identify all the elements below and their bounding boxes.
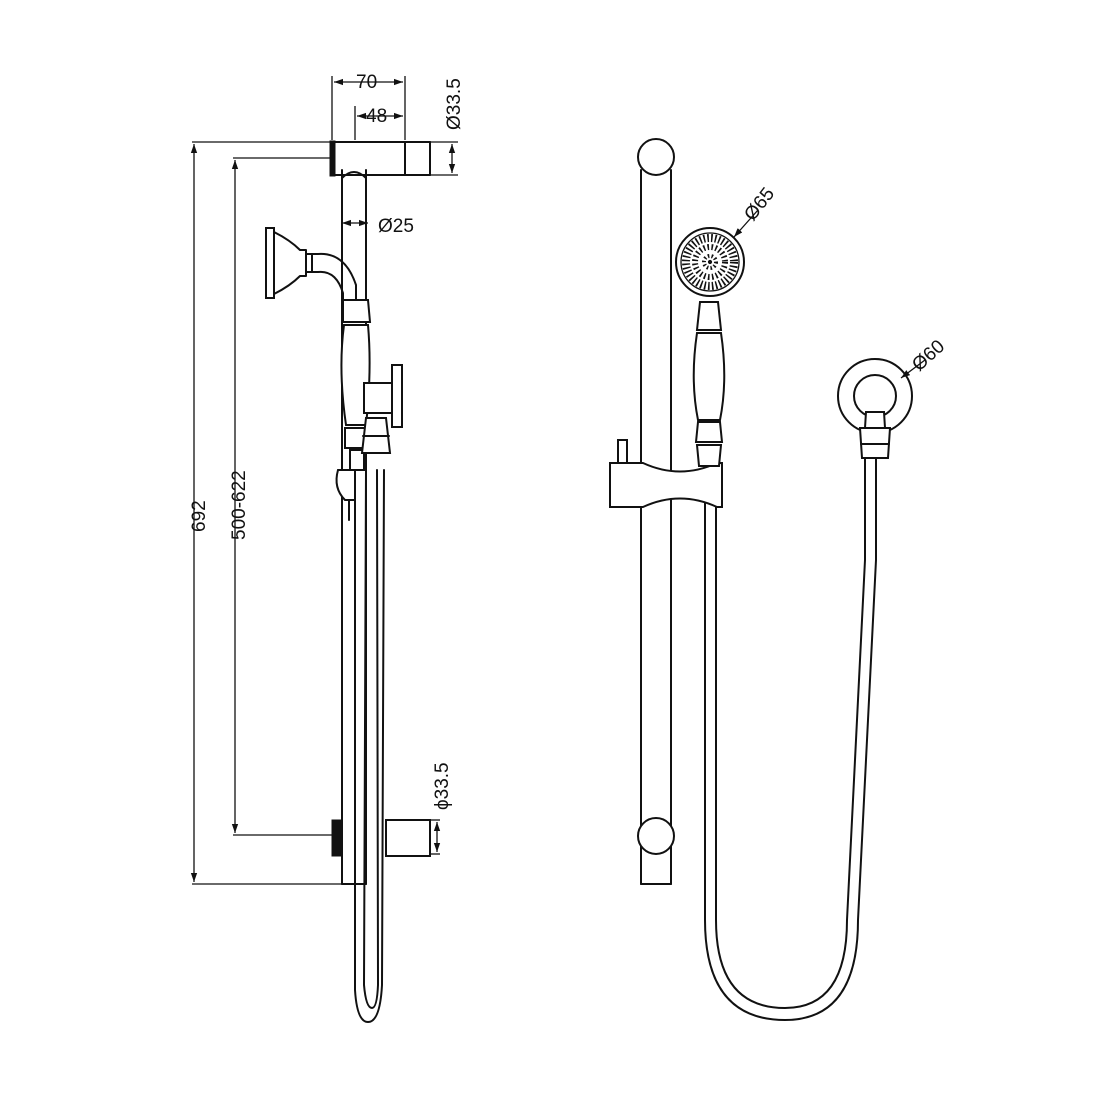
side-view: 70 48 Ø33.5 Ø25 692 500-622 ϕ33.5 (189, 72, 465, 1023)
dim-head-diameter: Ø65 (740, 184, 779, 225)
side-view-dimension-lines (190, 76, 458, 885)
front-slider (609, 439, 723, 508)
dim-bottom-bracket-diameter: ϕ33.5 (432, 762, 453, 810)
front-handle (692, 301, 726, 467)
front-dimension-leaders (733, 209, 926, 379)
front-hose (704, 454, 877, 1021)
side-bottom-bracket (331, 819, 431, 885)
dim-width-48: 48 (366, 106, 387, 127)
side-hose-inner (363, 469, 379, 1009)
front-wall-outlet (837, 358, 913, 459)
dim-outlet-diameter: Ø60 (908, 336, 949, 376)
front-view: Ø65 Ø60 (609, 138, 949, 1021)
dim-overall-height: 692 (189, 500, 210, 532)
dim-top-bracket-diameter: Ø33.5 (444, 78, 465, 130)
side-handle (335, 299, 372, 521)
front-rail (637, 138, 675, 885)
dim-rail-diameter: Ø25 (378, 216, 414, 237)
front-shower-head (675, 227, 745, 297)
side-top-bracket (329, 140, 431, 177)
side-slider (360, 364, 403, 454)
side-shower-head (265, 227, 357, 301)
front-hose-inner (715, 454, 866, 1009)
side-hose (354, 469, 385, 1023)
dim-width-70: 70 (356, 72, 377, 93)
dim-adjust-range: 500-622 (229, 470, 250, 540)
